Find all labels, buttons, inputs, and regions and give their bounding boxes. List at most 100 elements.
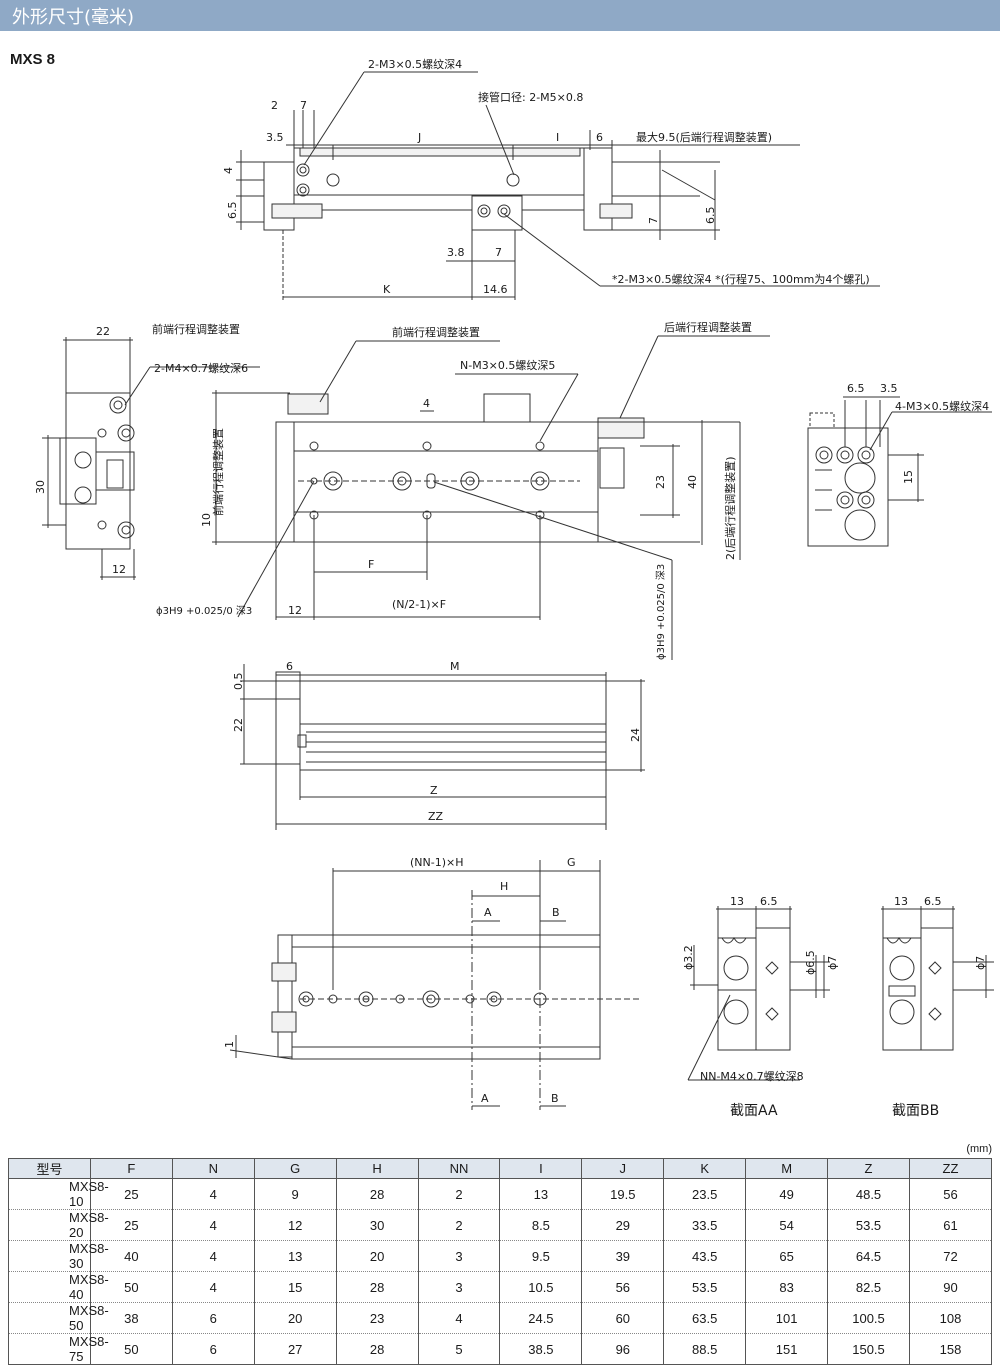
table-cell: 101: [745, 1302, 829, 1334]
col-header: NN: [417, 1158, 501, 1179]
dim-3-8: 3.8: [447, 246, 465, 259]
table-cell: 53.5: [827, 1209, 910, 1241]
table-cell: 4: [171, 1209, 255, 1241]
dim-12: 12: [112, 563, 126, 576]
table-cell: 15: [253, 1271, 337, 1303]
label-max-adjust: 最大9.5(后端行程调整装置): [636, 130, 772, 144]
dim-nnh: (NN-1)×H: [410, 856, 464, 869]
table-cell: 23: [335, 1302, 419, 1334]
table-cell: 8.5: [499, 1209, 583, 1241]
table-header-row: 型号 F N G H NN I J K M Z ZZ: [8, 1158, 993, 1179]
section-mark-a-bottom: A: [481, 1092, 489, 1105]
table-cell: 150.5: [827, 1333, 910, 1365]
dim-6-5-aa: 6.5: [760, 895, 778, 908]
dim-7-dia: ϕ7: [826, 956, 839, 970]
section-bb: [881, 906, 994, 1051]
col-header: M: [745, 1158, 829, 1179]
table-cell: 108: [908, 1302, 993, 1334]
table-cell: 30: [335, 1209, 419, 1241]
bottom-hole: [298, 990, 547, 1008]
col-header: 型号: [8, 1158, 91, 1179]
dim-3-5-end: 3.5: [880, 382, 898, 395]
col-header: G: [253, 1158, 337, 1179]
label-front-vertical: 前端行程调整装置: [211, 428, 225, 516]
table-cell: MXS8-75: [8, 1333, 109, 1365]
dim-23: 23: [654, 475, 667, 489]
label-hole-left: ϕ3H9 +0.025/0 深3: [156, 605, 252, 617]
dim-1: 1: [223, 1041, 236, 1048]
table-cell: MXS8-40: [8, 1271, 109, 1303]
dim-4-center: 4: [423, 397, 430, 410]
dim-nf: (N/2-1)×F: [392, 598, 446, 611]
table-cell: 5: [417, 1333, 501, 1365]
table-cell: 82.5: [827, 1271, 910, 1303]
dim-15: 15: [902, 470, 915, 484]
label-rear-adjust: 后端行程调整装置: [664, 320, 752, 334]
top-view: [236, 71, 880, 300]
dim-3-2: ϕ3.2: [682, 945, 695, 970]
table-cell: 2: [417, 1178, 501, 1210]
table-cell: 39: [581, 1240, 665, 1272]
section-bb-title: 截面BB: [892, 1103, 939, 1119]
table-cell: 6: [171, 1333, 255, 1365]
dim-6-5-dia: ϕ6.5: [804, 950, 817, 975]
table-cell: 28: [335, 1178, 419, 1210]
dim-13-bb: 13: [894, 895, 908, 908]
table-cell: 63.5: [663, 1302, 747, 1334]
dim-0-5: 0.5: [232, 673, 245, 691]
table-cell: 20: [253, 1302, 337, 1334]
label-screw-top: 2-M3×0.5螺纹深4: [368, 57, 462, 71]
table-cell: MXS8-20: [8, 1209, 109, 1241]
section-mark-b-bottom: B: [551, 1092, 559, 1105]
page-title: 外形尺寸(毫米): [12, 7, 135, 28]
dim-4: 4: [222, 167, 235, 174]
table-cell: 28: [335, 1333, 419, 1365]
table-cell: 43.5: [663, 1240, 747, 1272]
dim-10: 10: [200, 513, 213, 527]
table-cell: 53.5: [663, 1271, 747, 1303]
table-cell: 40: [89, 1240, 173, 1272]
table-cell: 72: [908, 1240, 993, 1272]
table-cell: 6: [171, 1302, 255, 1334]
table-cell: 23.5: [663, 1178, 747, 1210]
col-header: F: [89, 1158, 173, 1179]
table-cell: 20: [335, 1240, 419, 1272]
mount-hole: [296, 163, 520, 218]
table-cell: 27: [253, 1333, 337, 1365]
front-view: [240, 664, 645, 830]
table-cell: 13: [499, 1178, 583, 1210]
dim-2: 2: [271, 99, 278, 112]
dim-6-front: 6: [286, 660, 293, 673]
table-cell: 4: [171, 1240, 255, 1272]
table-cell: 4: [417, 1302, 501, 1334]
dim-13-aa: 13: [730, 895, 744, 908]
dim-22-front: 22: [232, 718, 245, 732]
dim-6-5-right: 6.5: [704, 207, 717, 225]
unit-label: (mm): [966, 1143, 992, 1155]
table-cell: 88.5: [663, 1333, 747, 1365]
dim-22: 22: [96, 325, 110, 338]
table-cell: 100.5: [827, 1302, 910, 1334]
label-hole-right: ϕ3H9 +0.025/0 深3: [655, 564, 667, 660]
table-cell: MXS8-10: [8, 1178, 109, 1210]
center-side-view: [212, 335, 770, 660]
table-cell: 50: [89, 1271, 173, 1303]
table-cell: MXS8-30: [8, 1240, 109, 1272]
bottom-view: [229, 860, 640, 1110]
table-cell: 49: [745, 1178, 829, 1210]
model-title: MXS 8: [10, 51, 56, 68]
table-cell: 61: [908, 1209, 993, 1241]
dim-40: 40: [686, 475, 699, 489]
label-port: 接管口径: 2-M5×0.8: [478, 90, 583, 104]
dim-7: 7: [300, 99, 307, 112]
dim-z: Z: [430, 784, 438, 797]
dim-6: 6: [596, 131, 603, 144]
label-m3-screw-end: 4-M3×0.5螺纹深4: [895, 399, 989, 413]
label-n-screw: N-M3×0.5螺纹深5: [460, 358, 555, 372]
table-cell: 54: [745, 1209, 829, 1241]
table-cell: 158: [908, 1333, 993, 1365]
dim-6-5-end: 6.5: [847, 382, 865, 395]
